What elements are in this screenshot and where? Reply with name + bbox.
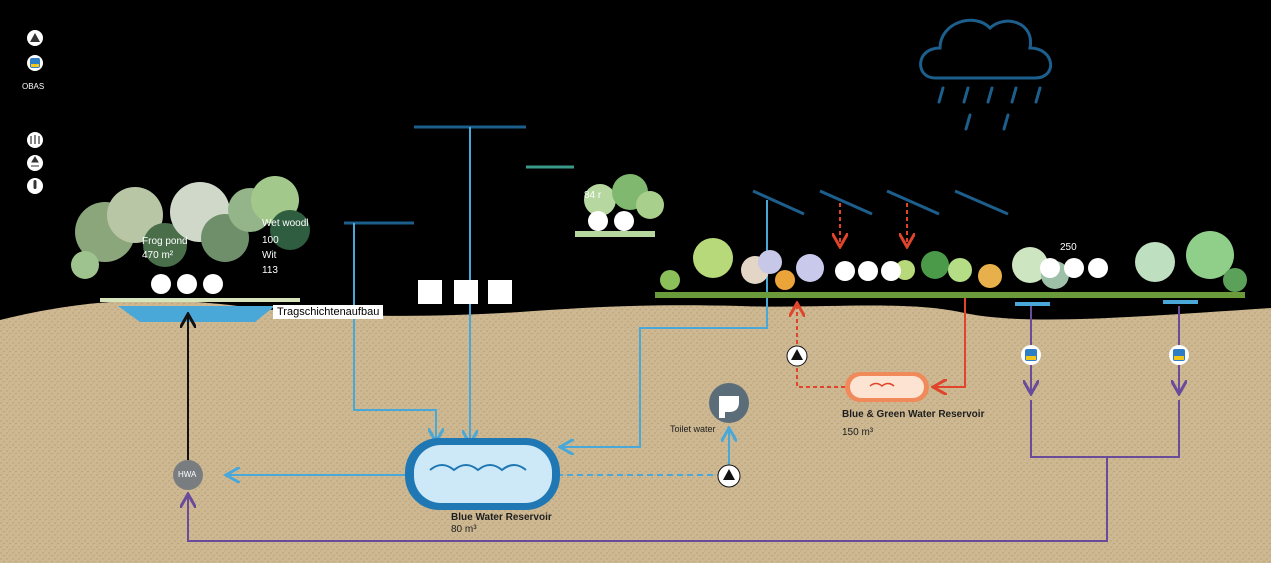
toilet-icon [709,383,749,423]
wet-woodland-line3: 113 [262,265,278,276]
frog-pond-title: Frog pond [142,236,188,247]
wet-woodland-line1: 100 [262,235,279,246]
green-roof-icons [835,261,901,281]
hwa-node [173,460,203,490]
roof-structures [344,125,1009,225]
water-sensor-icon [1169,345,1189,365]
frog-pond-area: 470 m² [142,250,174,261]
rain-cloud-icon [919,18,1053,131]
bg-reservoir-title: Blue & Green Water Reservoir [842,409,985,420]
pump-icon [786,345,808,367]
right-vegetation [655,231,1247,306]
blue-reservoir-title: Blue Water Reservoir [451,512,552,523]
roof-garden-icons [588,211,634,231]
toilet-label: Toilet water [670,424,716,434]
legend [27,30,43,194]
frog-pond-vegetation [71,176,310,322]
infiltration-icon [27,155,43,171]
blue-reservoir-volume: 80 m³ [451,524,477,535]
roof-garden-value: 84 r [584,190,602,201]
blue-water-reservoir [405,438,560,510]
container-boxes [418,280,512,304]
wet-woodland-title: Wet woodl [262,218,309,229]
bg-reservoir-volume: 150 m³ [842,427,874,438]
frog-pond-icons [151,274,223,294]
right-icons [1040,258,1108,278]
obas-label: OBAS [22,82,45,91]
soil-ground [0,300,1271,563]
roof-garden [575,174,664,237]
hwa-label: HWA [178,470,197,479]
right-value: 250 [1060,242,1077,253]
blue-green-water-reservoir [845,372,929,402]
wet-woodland-line2: Wit [262,250,277,261]
tragschichten-label: Tragschichtenaufbau [273,305,384,319]
pump-icon [717,464,741,488]
water-sensor-icon [1021,345,1041,365]
